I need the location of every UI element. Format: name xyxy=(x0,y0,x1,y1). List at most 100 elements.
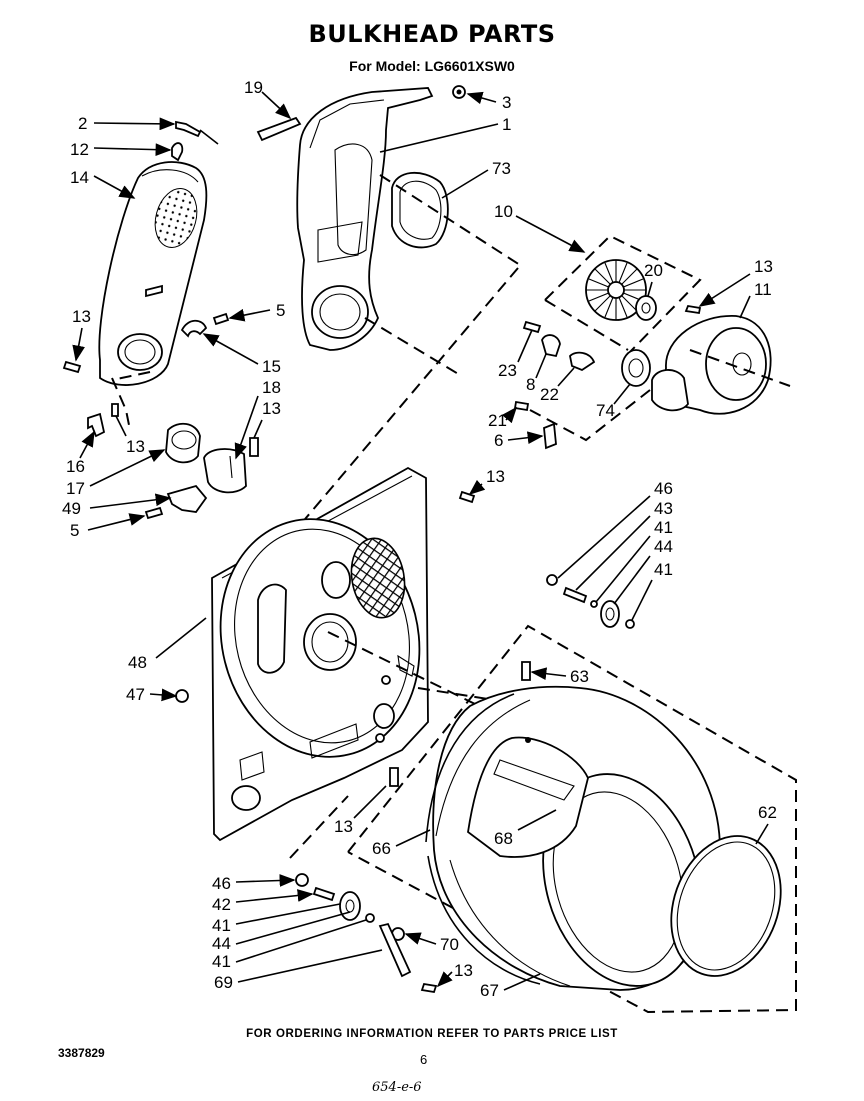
clip-part-12 xyxy=(171,142,184,162)
svg-text:23: 23 xyxy=(498,361,517,380)
svg-text:42: 42 xyxy=(212,895,231,914)
page-title: BULKHEAD PARTS xyxy=(308,20,556,48)
callout-1: 1 xyxy=(379,115,511,153)
svg-text:13: 13 xyxy=(754,257,773,276)
callout-8: 8 xyxy=(526,353,547,394)
upper-roller-assembly xyxy=(546,574,635,629)
callout-41c: 41 xyxy=(212,903,341,935)
screw-part-13e xyxy=(458,490,476,504)
svg-text:2: 2 xyxy=(78,114,87,133)
blower-housing-part-11 xyxy=(651,315,772,415)
duct-guide-line-3 xyxy=(364,317,461,376)
svg-text:19: 19 xyxy=(244,78,263,97)
callout-46a: 46 xyxy=(557,479,673,579)
callout-19: 19 xyxy=(244,78,292,120)
svg-text:11: 11 xyxy=(754,280,772,299)
bracket-part-49 xyxy=(166,484,208,513)
callout-73: 73 xyxy=(441,159,511,199)
nut-part-3 xyxy=(452,85,466,99)
drum-seal-part-66 xyxy=(425,693,541,985)
callout-2: 2 xyxy=(78,114,176,133)
svg-text:22: 22 xyxy=(540,385,559,404)
callout-22: 22 xyxy=(540,367,575,404)
callout-23: 23 xyxy=(498,329,533,380)
svg-text:13: 13 xyxy=(262,399,281,418)
callout-62: 62 xyxy=(755,803,777,845)
blower-lower-guide xyxy=(529,389,651,442)
clip-part-22 xyxy=(569,351,596,372)
callout-42: 42 xyxy=(212,889,314,914)
callout-41b: 41 xyxy=(631,560,673,621)
svg-text:70: 70 xyxy=(440,935,459,954)
screw-part-13c xyxy=(111,403,119,417)
svg-text:5: 5 xyxy=(276,301,285,320)
blower-group-outline-2 xyxy=(544,299,629,351)
screw-part-21 xyxy=(513,400,530,412)
callout-13g: 13 xyxy=(436,961,473,988)
svg-text:16: 16 xyxy=(66,457,85,476)
page-number: 6 xyxy=(420,1052,428,1067)
callout-14: 14 xyxy=(70,168,136,199)
svg-text:74: 74 xyxy=(596,401,615,420)
guide-line-left xyxy=(111,377,131,431)
svg-text:15: 15 xyxy=(262,357,281,376)
svg-text:12: 12 xyxy=(70,140,89,159)
strip-part-19 xyxy=(256,116,302,142)
callout-5a: 5 xyxy=(228,301,285,322)
ordering-info-note: FOR ORDERING INFORMATION REFER TO PARTS … xyxy=(246,1028,618,1040)
handwritten-note: 654-e-6 xyxy=(372,1080,422,1095)
callout-13e: 13 xyxy=(468,467,505,496)
callout-18: 18 xyxy=(262,378,281,397)
callout-70: 70 xyxy=(404,932,459,954)
svg-text:13: 13 xyxy=(126,437,145,456)
svg-text:8: 8 xyxy=(526,375,535,394)
switch-part-18 xyxy=(203,448,247,494)
callout-44a: 44 xyxy=(613,537,673,605)
svg-text:1: 1 xyxy=(502,115,511,134)
svg-text:47: 47 xyxy=(126,685,145,704)
svg-text:41: 41 xyxy=(654,518,673,537)
screw-part-13d xyxy=(249,437,259,457)
callout-66: 66 xyxy=(372,829,431,858)
callout-41a: 41 xyxy=(595,518,673,603)
callout-5b: 5 xyxy=(70,513,146,540)
svg-text:20: 20 xyxy=(644,261,663,280)
svg-text:6: 6 xyxy=(494,431,503,450)
callout-69: 69 xyxy=(214,949,383,992)
svg-text:18: 18 xyxy=(262,378,281,397)
callout-20: 20 xyxy=(644,261,663,297)
lower-roller-guide xyxy=(289,795,349,859)
callout-10: 10 xyxy=(494,202,586,253)
blower-group-outline xyxy=(544,234,702,353)
screw-part-5a xyxy=(212,312,230,326)
callout-6: 6 xyxy=(494,431,544,450)
svg-text:21: 21 xyxy=(488,411,507,430)
svg-text:5: 5 xyxy=(70,521,79,540)
baffle-part-68 xyxy=(467,736,589,858)
svg-text:69: 69 xyxy=(214,973,233,992)
callout-13f: 13 xyxy=(334,785,387,836)
svg-text:14: 14 xyxy=(70,168,89,187)
callout-17: 17 xyxy=(66,449,166,498)
nut-part-47 xyxy=(175,689,189,703)
svg-text:63: 63 xyxy=(570,667,589,686)
svg-text:73: 73 xyxy=(492,159,511,178)
blower-wheel-part-10 xyxy=(585,259,647,321)
clip-part-6 xyxy=(543,422,557,450)
svg-text:43: 43 xyxy=(654,499,673,518)
screw-part-63 xyxy=(521,661,531,681)
svg-text:13: 13 xyxy=(334,817,353,836)
svg-text:62: 62 xyxy=(758,803,777,822)
callout-41d: 41 xyxy=(212,919,367,971)
callout-49: 49 xyxy=(62,493,172,518)
bulkhead-duct-part-1 xyxy=(296,87,434,351)
callout-46b: 46 xyxy=(212,874,296,893)
duct-guide-line-2 xyxy=(379,174,521,266)
svg-text:48: 48 xyxy=(128,653,147,672)
svg-text:44: 44 xyxy=(654,537,673,556)
callout-48: 48 xyxy=(128,617,207,672)
callout-13d: 13 xyxy=(115,415,145,456)
svg-text:49: 49 xyxy=(62,499,81,518)
svg-text:46: 46 xyxy=(212,874,231,893)
